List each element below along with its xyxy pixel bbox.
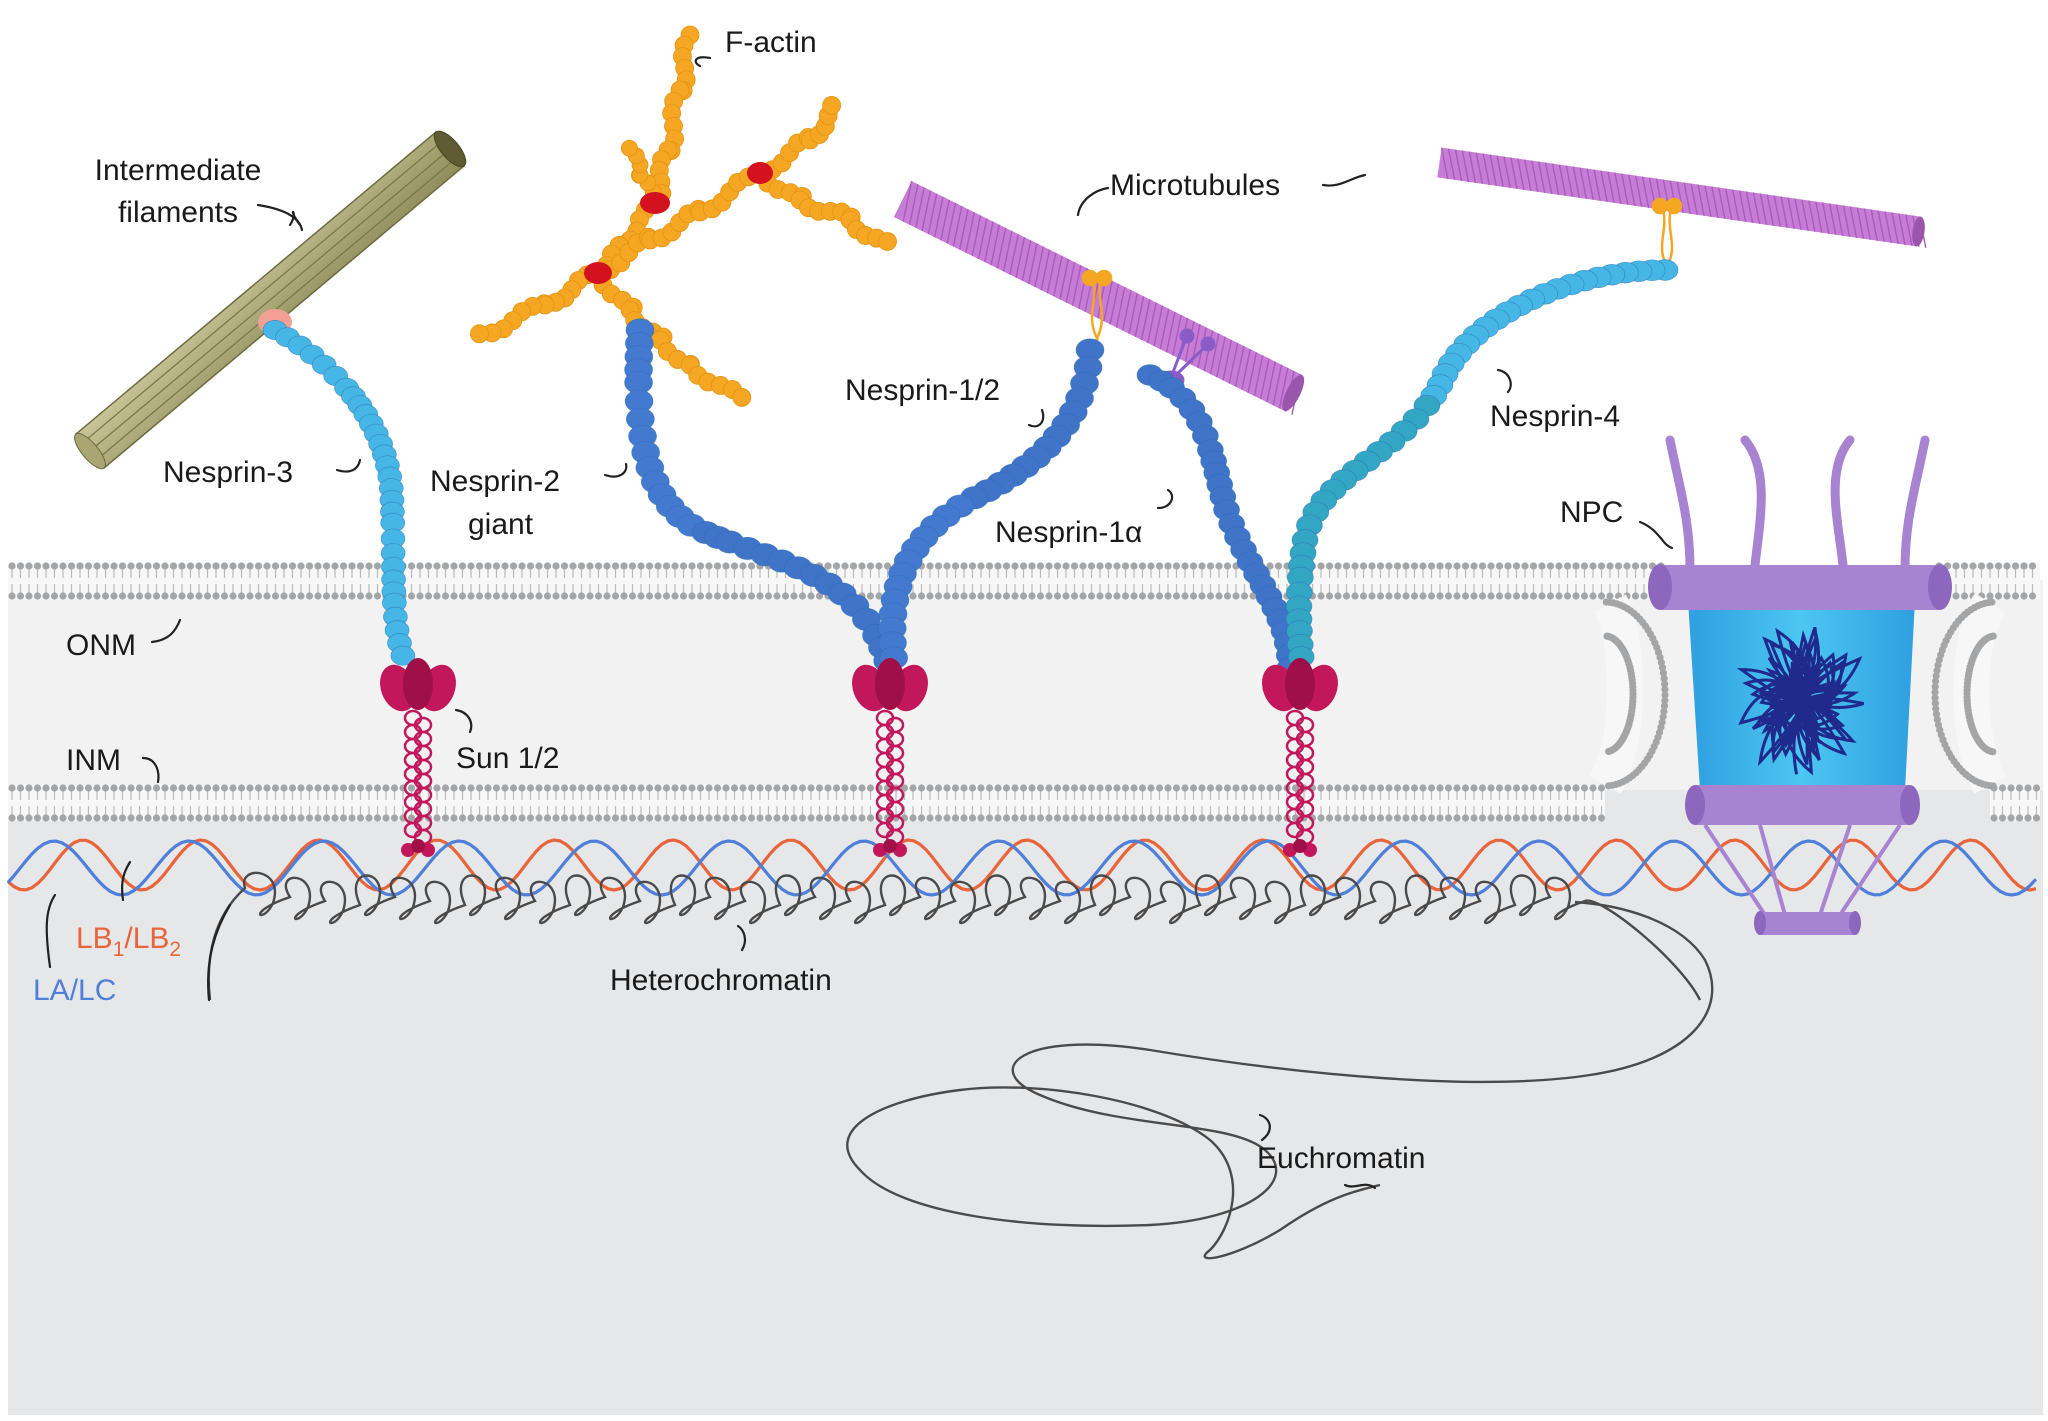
diagram-labels: Intermediate filaments F-actin Microtubu… — [33, 26, 1623, 1175]
sun-trimers — [380, 658, 1338, 857]
label-nesprin-2: Nesprin-2 — [430, 465, 560, 498]
euchromatin-fiber — [846, 900, 1714, 1260]
sun-trimer-icon — [380, 658, 456, 857]
motor-adaptor-icon — [1081, 197, 1683, 341]
label-onm: ONM — [66, 629, 136, 662]
label-euchromatin: Euchromatin — [1257, 1142, 1425, 1175]
intermediate-filament-icon — [74, 130, 467, 470]
label-f-actin: F-actin — [725, 26, 817, 59]
label-nesprin-1-alpha: Nesprin-1α — [995, 516, 1142, 549]
leader-lines — [45, 56, 1674, 1190]
label-nesprin-1-2: Nesprin-1/2 — [845, 374, 1000, 407]
label-inm: INM — [66, 744, 121, 777]
nesprin-chains — [262, 259, 1679, 679]
actin-crosslinker-icons — [584, 162, 773, 284]
sun-trimer-icon — [852, 658, 928, 857]
label-lamin-b: LB1/LB2 — [76, 922, 181, 961]
nucleoplasm — [8, 770, 2043, 1415]
heterochromatin-fiber — [207, 871, 1702, 1001]
label-nesprin-2-giant: giant — [468, 508, 534, 541]
sun-trimer-icon — [1262, 658, 1338, 857]
label-nesprin-3: Nesprin-3 — [163, 456, 293, 489]
pore-membrane — [1589, 592, 2007, 795]
nuclear-pore-complex-icon — [1648, 435, 1952, 935]
inner-nuclear-membrane — [8, 784, 2041, 822]
label-microtubules: Microtubules — [1110, 169, 1280, 202]
label-npc: NPC — [1560, 496, 1623, 529]
label-nesprin-4: Nesprin-4 — [1490, 400, 1620, 433]
label-lamin-a: LA/LC — [33, 974, 116, 1007]
microtubule-icon — [1437, 147, 1927, 248]
f-actin-network-icon — [470, 25, 897, 407]
lamin-b-fiber — [6, 838, 2037, 892]
label-sun: Sun 1/2 — [456, 742, 559, 775]
label-heterochromatin: Heterochromatin — [610, 964, 832, 997]
lamin-a-fiber — [6, 839, 2038, 897]
label-intermediate-filaments-2: filaments — [118, 196, 238, 229]
label-intermediate-filaments: Intermediate — [95, 154, 262, 187]
